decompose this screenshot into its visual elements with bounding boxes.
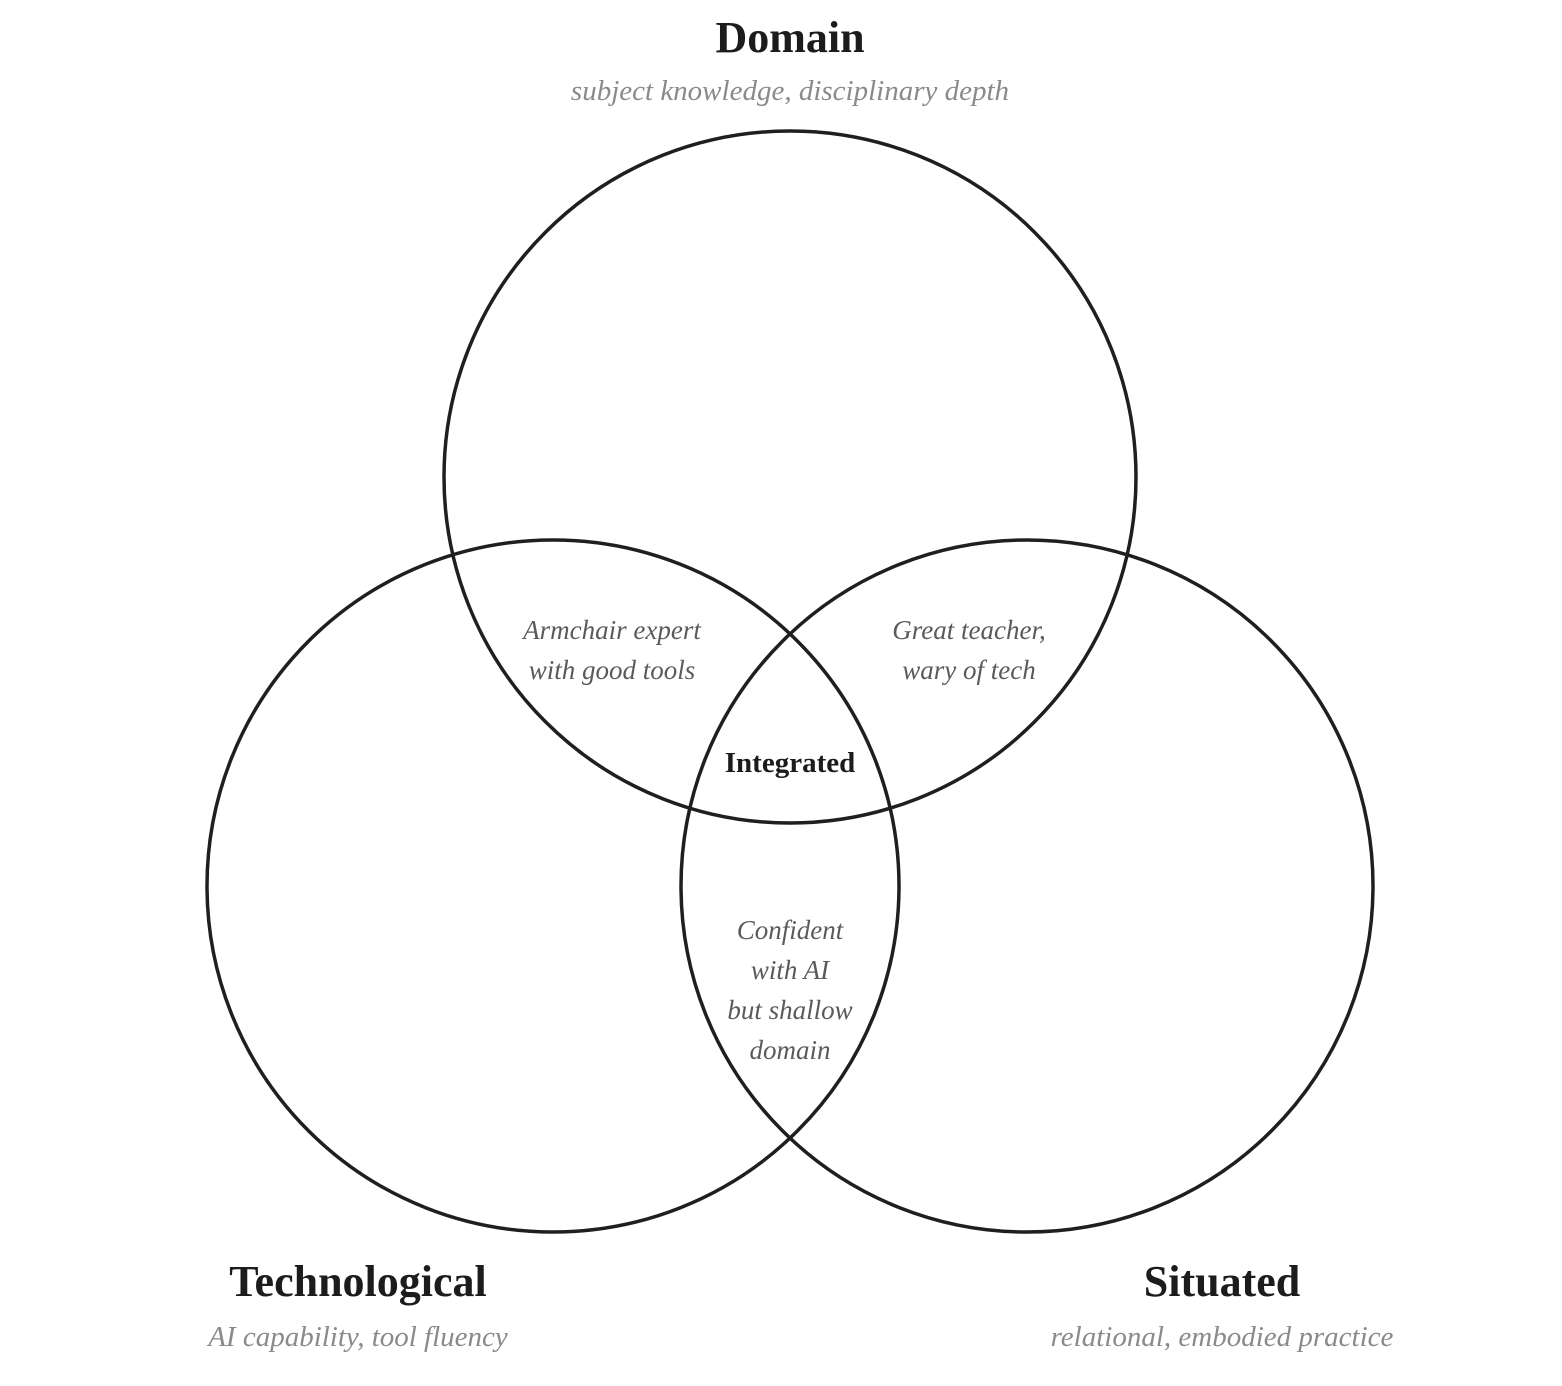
domain-subtitle: subject knowledge, disciplinary depth [571, 75, 1009, 107]
integrated-label: Integrated [725, 747, 855, 779]
technological-situated-label-line1: Confident [737, 915, 845, 945]
situated-title: Situated [1144, 1257, 1300, 1306]
domain-technological-label-line2: with good tools [529, 655, 696, 685]
technological-title: Technological [229, 1257, 487, 1306]
domain-situated-label-line2: wary of tech [902, 655, 1035, 685]
domain-title: Domain [715, 13, 864, 62]
situated-circle [679, 538, 1375, 1234]
domain-circle [442, 129, 1138, 825]
situated-subtitle: relational, embodied practice [1051, 1321, 1394, 1353]
technological-situated-label-line2: with AI [751, 955, 831, 985]
domain-situated-label-line1: Great teacher, [892, 615, 1045, 645]
technological-situated-label-line3: but shallow [727, 995, 852, 1025]
technological-situated-label-line4: domain [750, 1035, 831, 1065]
domain-technological-label-line1: Armchair expert [521, 615, 702, 645]
technological-circle [205, 538, 901, 1234]
technological-subtitle: AI capability, tool fluency [206, 1321, 508, 1353]
